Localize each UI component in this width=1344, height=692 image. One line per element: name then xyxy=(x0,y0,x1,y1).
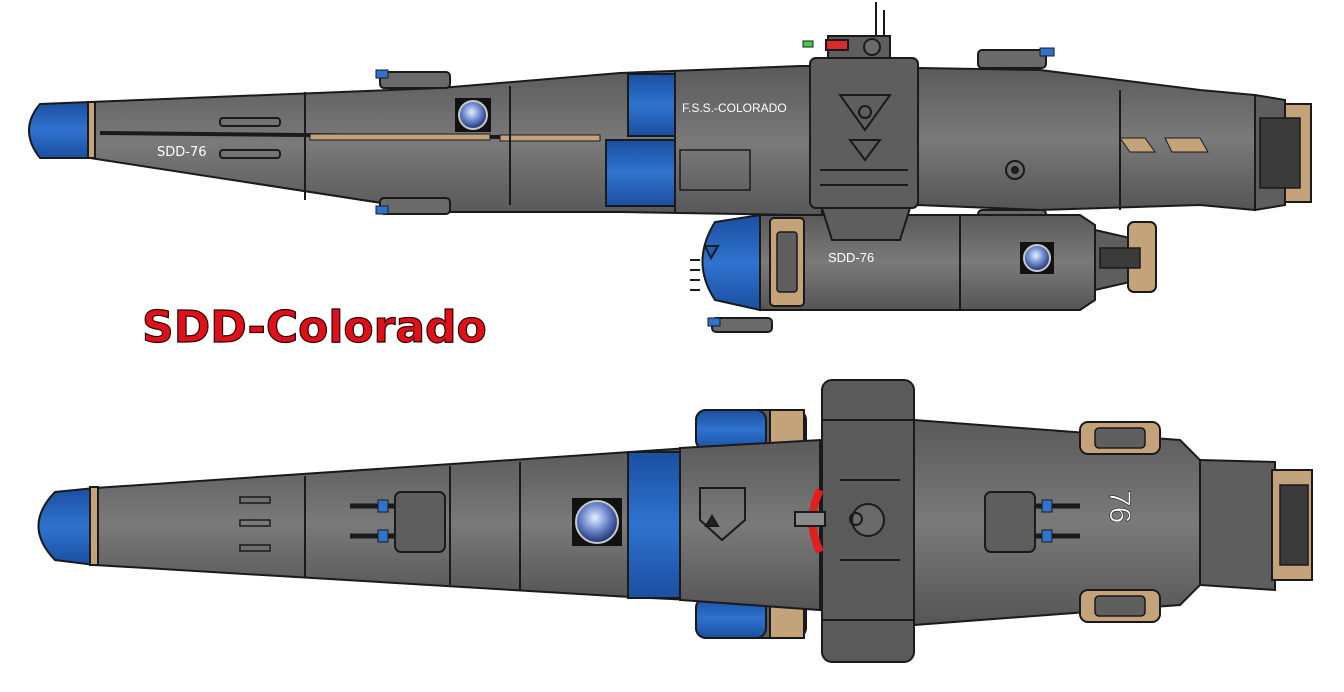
side-emblem-upper xyxy=(455,98,491,132)
top-view-emblem xyxy=(572,498,622,546)
green-sensor-light xyxy=(802,40,814,48)
side-hull-number-label: SDD-76 xyxy=(157,145,207,160)
side-emblem-lower xyxy=(1020,242,1054,274)
lower-pod-hull-number-label: SDD-76 xyxy=(828,250,874,265)
ship-title: SDD-Colorado xyxy=(142,302,487,353)
side-ship-name-label: F.S.S.-COLORADO xyxy=(682,101,787,115)
top-view-ship xyxy=(37,379,1313,663)
top-view-hull-number: 76 xyxy=(1103,490,1136,523)
red-sensor-light xyxy=(825,39,849,51)
side-view-ship xyxy=(28,2,1312,333)
